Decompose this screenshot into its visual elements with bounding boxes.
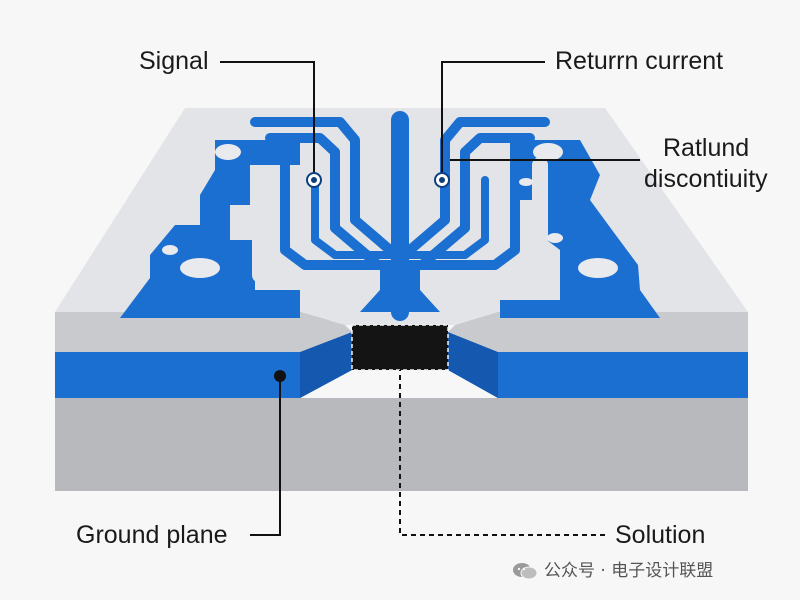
signal-traces [250, 111, 550, 321]
vias [306, 172, 450, 188]
solution-label: Solution [615, 521, 706, 549]
ratlund-label-line1: Ratlund [663, 134, 750, 162]
watermark-text: 公众号 · 电子设计联盟 [544, 561, 714, 581]
return-current-label: Returrn current [555, 47, 724, 75]
leader-lines [220, 61, 640, 536]
mounting-holes [162, 143, 618, 278]
return-current-leader [441, 61, 545, 172]
notch-left-face [55, 312, 352, 352]
wechat-icon [513, 563, 538, 580]
signal-label: Signal [139, 47, 209, 75]
chip [351, 324, 449, 371]
ratlund-label-line2: discontiuity [644, 165, 768, 193]
signal-leader [220, 61, 315, 172]
notch-right-face [448, 312, 748, 352]
solution-leader [399, 370, 605, 536]
ground-plane-leader [250, 376, 281, 536]
ground-plane-label: Ground plane [76, 521, 228, 549]
watermark: 公众号 · 电子设计联盟 [512, 556, 713, 581]
